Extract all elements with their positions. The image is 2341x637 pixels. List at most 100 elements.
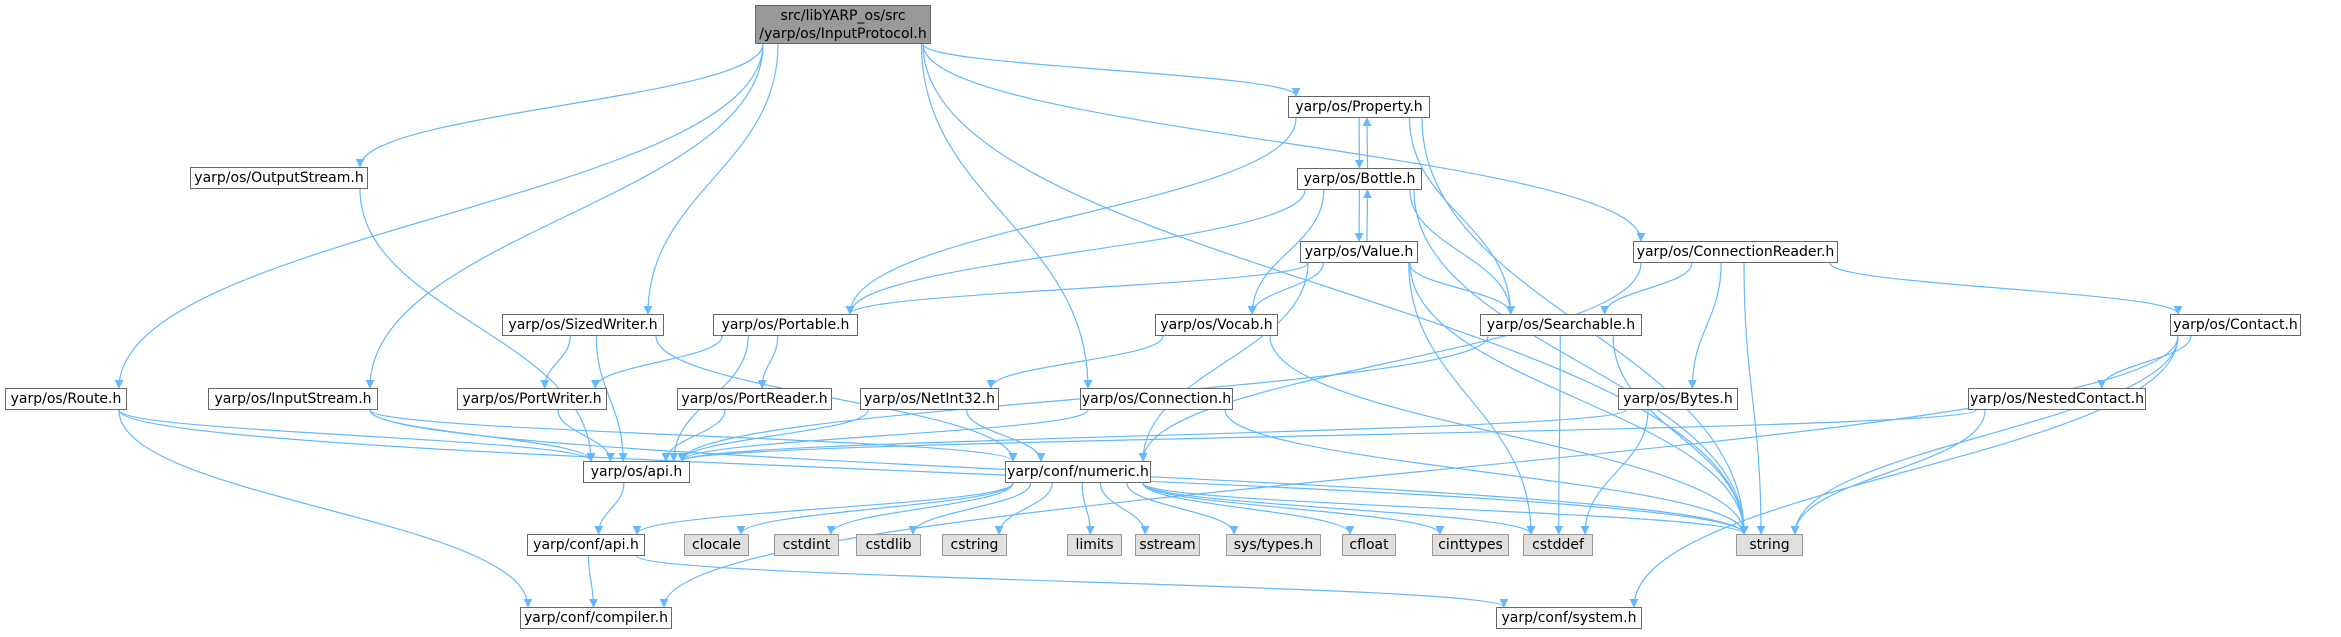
node-bottle-h[interactable]: yarp/os/Bottle.h	[1297, 168, 1422, 190]
node-system-sstream: sstream	[1135, 534, 1200, 556]
root-file-node: src/libYARP_os/src /yarp/os/InputProtoco…	[755, 5, 931, 44]
edge-portable-to-portwriter	[590, 335, 723, 389]
edge-value-to-cstddef	[1408, 262, 1536, 535]
node-connection-h[interactable]: yarp/os/Connection.h	[1080, 388, 1233, 410]
edge-numeric-to-systypes	[1126, 482, 1239, 535]
edge-root-to-connectionreader	[922, 43, 1646, 242]
edge-nestedcontact-to-string	[1790, 409, 1986, 535]
node-portreader-h[interactable]: yarp/os/PortReader.h	[677, 388, 832, 410]
node-system-sys-types-h: sys/types.h	[1226, 534, 1321, 556]
edge-outputstream-to-osapi	[359, 188, 596, 462]
node-property-h[interactable]: yarp/os/Property.h	[1288, 96, 1430, 118]
edge-route-to-osapi	[118, 409, 596, 462]
edge-numeric-to-clocale	[736, 482, 1014, 535]
node-vocab-h[interactable]: yarp/os/Vocab.h	[1155, 314, 1278, 336]
edge-confapi-to-system	[636, 555, 1509, 608]
edge-osapi-to-confapi	[594, 482, 625, 535]
edge-bottle-to-vocab	[1247, 189, 1325, 315]
edge-contact-to-system	[1629, 335, 2179, 608]
edge-root-to-outputstream	[355, 43, 764, 168]
edge-vocab-to-string	[1269, 335, 1749, 535]
node-conf-api-h[interactable]: yarp/conf/api.h	[527, 534, 645, 556]
node-route-h[interactable]: yarp/os/Route.h	[5, 388, 127, 410]
node-system-cstddef: cstddef	[1523, 534, 1593, 556]
edge-root-to-string	[922, 43, 1749, 535]
edge-numeric-to-sstream	[1099, 482, 1150, 535]
node-system-limits: limits	[1067, 534, 1122, 556]
edge-numeric-to-cstddef	[1142, 482, 1536, 535]
node-inputstream-h[interactable]: yarp/os/InputStream.h	[208, 388, 378, 410]
edge-value-to-vocab	[1247, 262, 1324, 315]
edge-value-to-portable	[845, 262, 1309, 315]
edge-contact-to-nestedcontact	[2097, 335, 2192, 389]
edge-root-to-route	[114, 43, 764, 389]
edge-portable-to-portreader	[757, 335, 779, 389]
node-conf-numeric-h[interactable]: yarp/conf/numeric.h	[1005, 461, 1151, 483]
node-portable-h[interactable]: yarp/os/Portable.h	[713, 314, 858, 336]
edge-value-to-string	[1409, 262, 1749, 535]
node-netint32-h[interactable]: yarp/os/NetInt32.h	[860, 388, 999, 410]
node-connectionreader-h[interactable]: yarp/os/ConnectionReader.h	[1633, 241, 1838, 263]
edge-root-to-connection	[920, 43, 1093, 389]
edge-bottle-to-portable	[845, 189, 1306, 315]
edge-contact-to-string	[1790, 335, 2179, 535]
node-contact-h[interactable]: yarp/os/Contact.h	[2170, 314, 2301, 336]
edge-numeric-to-string	[1142, 482, 1749, 535]
edge-connection-to-string	[1224, 409, 1749, 535]
edge-numeric-to-confapi	[632, 482, 1014, 535]
edge-connectionreader-to-bytes	[1687, 262, 1722, 389]
node-bytes-h[interactable]: yarp/os/Bytes.h	[1618, 388, 1738, 410]
node-conf-compiler-h[interactable]: yarp/conf/compiler.h	[520, 607, 672, 629]
edge-connection-to-osapi	[677, 409, 1089, 462]
edge-route-to-string	[118, 409, 1749, 535]
edge-route-to-compiler	[118, 409, 533, 608]
edge-inputstream-to-numeric	[369, 409, 1018, 462]
edge-portwriter-to-osapi	[557, 409, 615, 462]
edge-connectionreader-to-string	[1743, 262, 1766, 535]
edge-value-to-bottle	[1362, 189, 1372, 242]
edge-connectionreader-to-numeric	[1138, 262, 1642, 462]
edge-numeric-to-cinttypes	[1142, 482, 1445, 535]
edge-netint32-to-osapi	[677, 409, 869, 462]
node-system-cstring: cstring	[942, 534, 1007, 556]
edge-numeric-to-cstring	[994, 482, 1053, 535]
node-system-clocale: clocale	[684, 534, 749, 556]
edge-numeric-to-cstdint	[826, 482, 1014, 535]
edge-contact-to-compiler	[659, 335, 2179, 608]
root-path-line1: src/libYARP_os/src	[780, 7, 906, 24]
edge-portreader-to-osapi	[661, 409, 726, 462]
edge-connectionreader-to-contact	[1829, 262, 2183, 315]
node-os-api-h[interactable]: yarp/os/api.h	[583, 461, 690, 483]
edge-numeric-to-limits	[1081, 482, 1095, 535]
node-outputstream-h[interactable]: yarp/os/OutputStream.h	[190, 167, 368, 189]
edge-bottle-to-searchable	[1409, 189, 1516, 315]
edge-root-to-sizedwriter	[643, 43, 779, 315]
edge-numeric-to-cstdlib	[908, 482, 1032, 535]
edge-value-to-numeric	[1138, 262, 1309, 462]
edge-vocab-to-netint32	[986, 335, 1164, 389]
edge-numeric-to-cfloat	[1142, 482, 1355, 535]
node-system-cfloat: cfloat	[1342, 534, 1396, 556]
node-nestedcontact-h[interactable]: yarp/os/NestedContact.h	[1968, 388, 2146, 410]
edge-nestedcontact-to-osapi	[677, 409, 1977, 462]
root-path-line2: /yarp/os/InputProtocol.h	[759, 25, 927, 42]
edge-confapi-to-compiler	[587, 555, 598, 608]
edge-bytes-to-osapi	[677, 409, 1627, 462]
edge-searchable-to-string	[1612, 335, 1749, 535]
edge-root-to-property	[922, 43, 1301, 97]
node-conf-system-h[interactable]: yarp/conf/system.h	[1496, 607, 1642, 629]
node-system-string: string	[1736, 534, 1803, 556]
node-value-h[interactable]: yarp/os/Value.h	[1300, 241, 1418, 263]
edge-value-to-searchable	[1408, 262, 1515, 315]
edge-bottle-to-property	[1362, 117, 1372, 169]
edge-property-to-searchable	[1408, 117, 1515, 315]
edge-netint32-to-numeric	[966, 409, 1046, 462]
node-portwriter-h[interactable]: yarp/os/PortWriter.h	[457, 388, 607, 410]
edge-connectionreader-to-searchable	[1600, 262, 1693, 315]
node-system-cstdlib: cstdlib	[856, 534, 921, 556]
node-sizedwriter-h[interactable]: yarp/os/SizedWriter.h	[502, 314, 664, 336]
node-system-cstdint: cstdint	[774, 534, 839, 556]
edge-sizedwriter-to-osapi	[595, 335, 628, 462]
node-system-cinttypes: cinttypes	[1432, 534, 1509, 556]
node-searchable-h[interactable]: yarp/os/Searchable.h	[1480, 314, 1642, 336]
